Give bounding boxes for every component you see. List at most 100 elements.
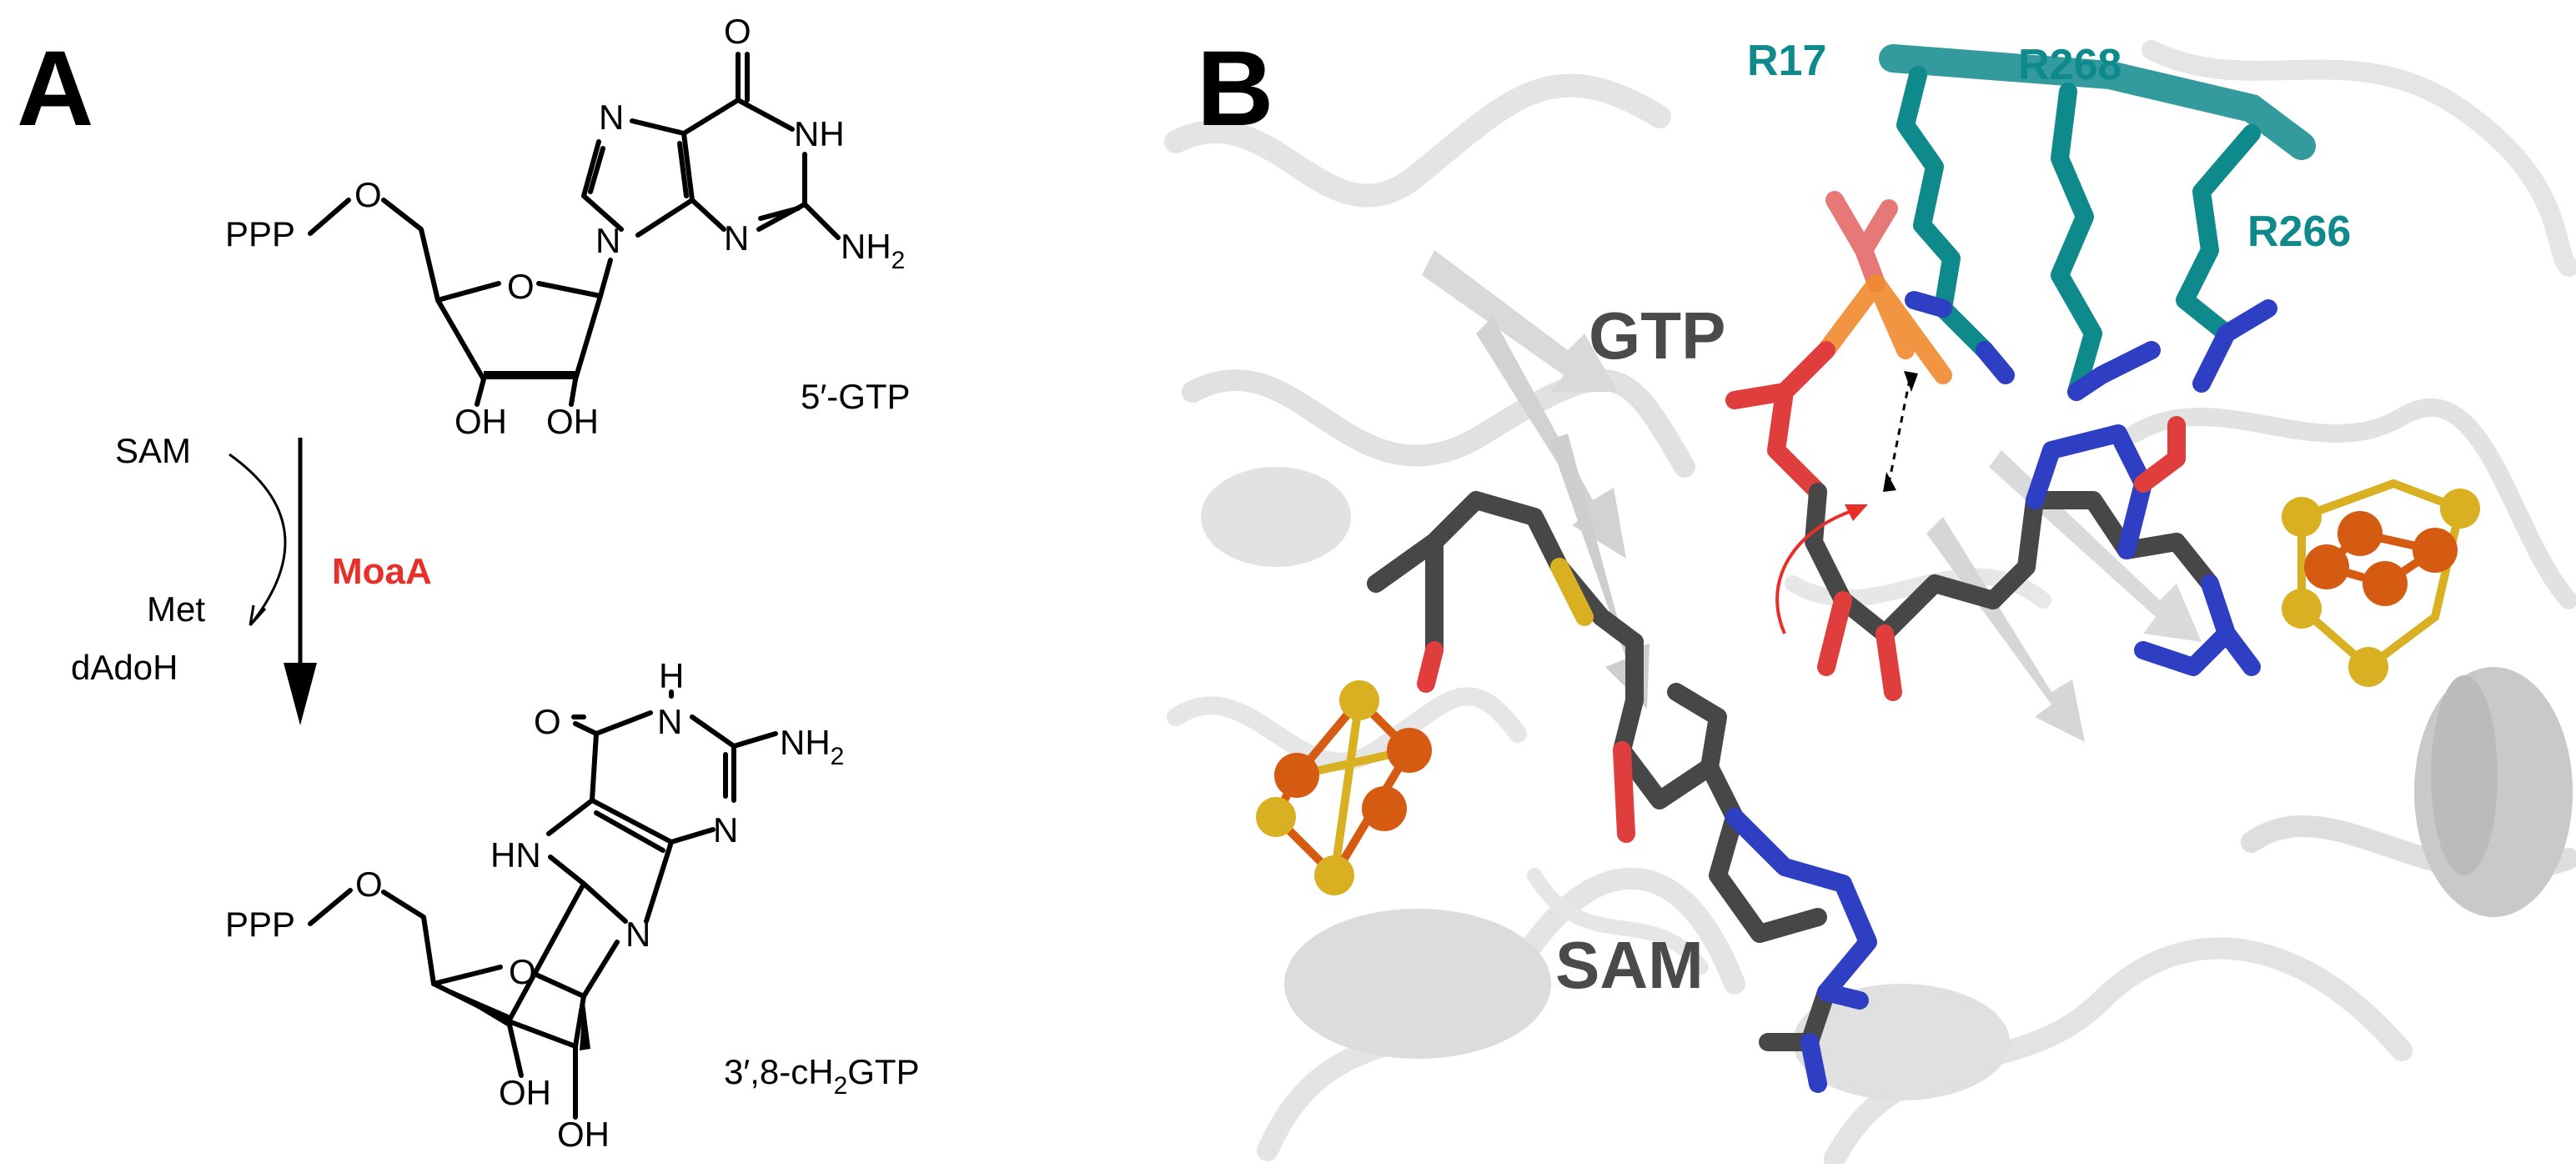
- prod-bond-ppp-o: [308, 888, 353, 926]
- prod-ring-o-label: O: [509, 952, 536, 991]
- hat-arrow-head: [1845, 504, 1868, 521]
- sam-ribose-o: [1613, 741, 1635, 843]
- fes-left-s3: [1314, 855, 1354, 895]
- prod-bond-c3-c8: [506, 881, 586, 1024]
- r266-n: [2192, 299, 2277, 393]
- prod-bond-wedge-2: [580, 996, 590, 1050]
- gtp-nh2-text: NH: [841, 227, 891, 266]
- prod-bond-c5-c4-double: [594, 810, 665, 853]
- gtp-ligand: [1725, 191, 2261, 701]
- panel-a: A PPP O O N N O NH N NH2 OH OH 5′-GTP: [17, 12, 920, 1154]
- residue-r266-label: R266: [2247, 208, 2351, 256]
- gtp-structure: PPP O O N N O NH N NH2 OH OH 5′-GTP: [225, 12, 911, 441]
- ribbon-loop-6: [2142, 40, 2576, 277]
- gtp-bond-c5-c4-double: [677, 141, 689, 198]
- sam-adenine-b: [1725, 808, 1877, 1001]
- prod-bond-c5-c6: [573, 721, 599, 803]
- product-name: 3′,8-cH2GTP: [724, 1052, 920, 1100]
- side-arrow-curve: [228, 453, 287, 626]
- distance-arrowheads: [1883, 371, 1918, 492]
- ribbon-loop-2: [1182, 369, 1695, 478]
- panel-b: B R17 R268 R266 GTP SAM: [1164, 0, 2576, 1168]
- fes-right-fe3: [2363, 561, 2408, 606]
- beta-strand-4: [1926, 517, 2085, 742]
- helix-bottom-mid: [1793, 984, 2010, 1100]
- gtp-purine-o6: [2134, 416, 2186, 493]
- ligand-gtp-label: GTP: [1589, 298, 1725, 373]
- prod-bond-n3-c4: [669, 827, 716, 845]
- prod-bond-c1-n9: [581, 940, 620, 999]
- residue-r268-label: R268: [2018, 41, 2122, 89]
- panel-b-label: B: [1197, 29, 1273, 148]
- gtp-ring-o-label: O: [507, 267, 535, 306]
- prod-bond-c3-oh: [506, 1019, 524, 1078]
- gtp-o5-label: O: [354, 175, 382, 214]
- fes-left-fe2: [1387, 728, 1432, 773]
- gtp-bond-n7-c5-c4: [630, 118, 695, 238]
- prod-nh2-text: NH: [780, 723, 831, 762]
- prod-bond-c4-o: [431, 965, 503, 986]
- prod-oh2-label: OH: [557, 1115, 610, 1154]
- hat-arrow: [1775, 507, 1860, 634]
- prod-bond-hn-c5: [546, 798, 595, 836]
- fes-right-s4: [2348, 647, 2388, 687]
- sam-ligand: [1367, 491, 1877, 1093]
- gtp-bond-n3-c4: [690, 198, 726, 232]
- alpha-helices: [1201, 467, 2573, 1100]
- r17-n-2: [1976, 341, 2015, 384]
- gtp-oh2-label: OH: [546, 402, 599, 441]
- side-arrow-head: [249, 604, 267, 627]
- fes-right-s1: [2282, 497, 2322, 537]
- r17-n-1: [1905, 291, 1952, 318]
- fes-left-fe3: [1362, 786, 1407, 831]
- gtp-nh1-label: NH: [794, 114, 845, 153]
- reagent-sam: SAM: [115, 431, 191, 470]
- prod-bond-c5-c4: [590, 798, 674, 845]
- product-name-pre: 3′,8-cH: [724, 1052, 834, 1091]
- prod-bond-c6-n1: [594, 710, 653, 736]
- prod-bond-o5-c5: [381, 890, 436, 986]
- gtp-o6-label: O: [724, 12, 751, 51]
- fes-left-s1: [1339, 680, 1379, 720]
- prod-nh2-sub: 2: [831, 743, 845, 770]
- panel-a-label: A: [17, 29, 93, 148]
- prod-o6-label: O: [534, 702, 561, 741]
- gtp-alpha-phosphate: [1725, 341, 1835, 501]
- prod-ppp-label: PPP: [225, 905, 295, 944]
- gtp-purine-nh2: [2217, 624, 2261, 676]
- r266-stick: [2176, 124, 2261, 343]
- fes-right-s3: [2282, 589, 2322, 629]
- r268-n: [2067, 341, 2161, 401]
- distance-dashed-line: [1887, 378, 1911, 484]
- gtp-purine-a: [1984, 491, 2219, 609]
- prod-hn7-label: HN: [490, 835, 541, 875]
- prod-bond-c2-nh2: [731, 731, 778, 749]
- sam-ribose: [1613, 633, 1727, 810]
- sam-sulfur: [1550, 558, 1594, 626]
- gtp-ppp-label: PPP: [225, 214, 295, 253]
- gtp-bond-ppp-o: [308, 198, 351, 236]
- fes-right-fe2: [2413, 528, 2458, 573]
- byproduct-met: Met: [147, 589, 205, 629]
- gtp-ribose: [1805, 483, 2002, 643]
- gtp-bond-c3-c2-bold: [484, 371, 575, 379]
- fes-left-s2: [1256, 797, 1296, 837]
- residue-r17-label: R17: [1747, 37, 1826, 85]
- enzyme-moaa: MoaA: [332, 551, 432, 592]
- beta-strands: [1422, 250, 2202, 742]
- residue-sticks: [1896, 66, 2277, 401]
- prod-n1-label: N: [657, 702, 682, 741]
- helix-bottom-left: [1284, 909, 1551, 1059]
- prod-oh3-label: OH: [499, 1073, 551, 1112]
- gtp-bond-c2-oh: [569, 377, 578, 407]
- sam-adenine-a: [1700, 758, 1827, 943]
- fes-right-fe4: [2304, 544, 2349, 589]
- gtp-oh3-label: OH: [454, 402, 507, 441]
- gtp-name: 5′-GTP: [801, 377, 911, 416]
- beta-strand-2: [1476, 317, 1626, 559]
- helix-right-shade: [2431, 675, 2498, 875]
- prod-h-label: H: [659, 656, 684, 695]
- helix-left: [1201, 467, 1351, 567]
